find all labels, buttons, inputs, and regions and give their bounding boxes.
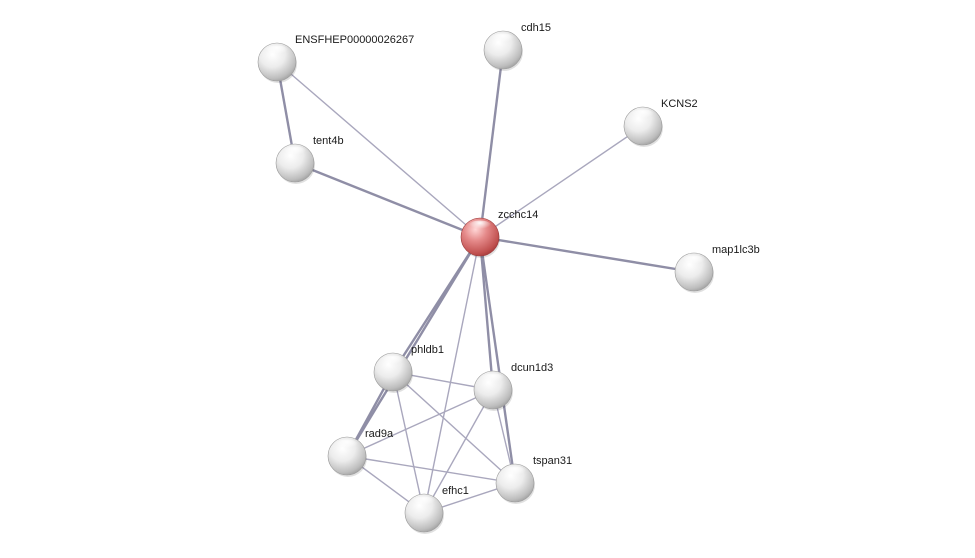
edge-ENSFHEP00000026267-zcchc14[interactable]	[276, 61, 481, 238]
edge-zcchc14-tspan31[interactable]	[478, 236, 517, 484]
node-highlight	[335, 439, 359, 452]
edge-KCNS2-zcchc14[interactable]	[479, 125, 644, 238]
node-tent4b[interactable]: tent4b	[275, 135, 344, 184]
node-KCNS2[interactable]: KCNS2	[623, 98, 698, 147]
node-label-KCNS2: KCNS2	[661, 98, 698, 110]
node-label-efhc1: efhc1	[442, 485, 469, 497]
edge-map1lc3b-zcchc14[interactable]	[479, 235, 695, 274]
node-highlight	[468, 220, 492, 233]
node-map1lc3b[interactable]: map1lc3b	[674, 244, 760, 293]
node-label-tspan31: tspan31	[533, 455, 572, 467]
node-highlight	[381, 355, 405, 368]
node-zcchc14[interactable]: zcchc14	[460, 209, 538, 258]
node-label-rad9a: rad9a	[365, 428, 394, 440]
node-cdh15[interactable]: cdh15	[483, 22, 551, 71]
node-phldb1[interactable]: phldb1	[373, 344, 444, 393]
edge-cdh15-zcchc14[interactable]	[478, 49, 505, 238]
node-highlight	[283, 146, 307, 159]
node-tspan31[interactable]: tspan31	[495, 455, 572, 504]
node-highlight	[682, 255, 706, 268]
node-label-map1lc3b: map1lc3b	[712, 244, 760, 256]
node-highlight	[491, 33, 515, 46]
node-ENSFHEP00000026267[interactable]: ENSFHEP00000026267	[257, 34, 414, 83]
edge-phldb1-efhc1[interactable]	[392, 371, 425, 514]
edge-dcun1d3-efhc1[interactable]	[423, 389, 494, 514]
node-highlight	[631, 109, 655, 122]
node-highlight	[265, 45, 289, 58]
edge-tent4b-zcchc14[interactable]	[294, 161, 481, 239]
edge-zcchc14-efhc1[interactable]	[423, 236, 481, 514]
node-efhc1[interactable]: efhc1	[404, 485, 469, 534]
node-label-dcun1d3: dcun1d3	[511, 362, 553, 374]
edge-zcchc14-rad9a[interactable]	[345, 236, 482, 457]
edge-dcun1d3-rad9a[interactable]	[346, 389, 494, 457]
node-label-zcchc14: zcchc14	[498, 209, 538, 221]
node-highlight	[412, 496, 436, 509]
node-rad9a[interactable]: rad9a	[327, 428, 394, 477]
node-highlight	[481, 373, 505, 386]
edge-zcchc14-dcun1d3[interactable]	[478, 236, 495, 391]
edge-phldb1-tspan31[interactable]	[392, 371, 516, 484]
node-highlight	[503, 466, 527, 479]
edge-rad9a-tspan31[interactable]	[346, 455, 516, 484]
node-label-cdh15: cdh15	[521, 22, 551, 34]
node-label-phldb1: phldb1	[411, 344, 444, 356]
node-label-ENSFHEP00000026267: ENSFHEP00000026267	[295, 34, 414, 46]
node-dcun1d3[interactable]: dcun1d3	[473, 362, 553, 411]
node-label-tent4b: tent4b	[313, 135, 344, 147]
